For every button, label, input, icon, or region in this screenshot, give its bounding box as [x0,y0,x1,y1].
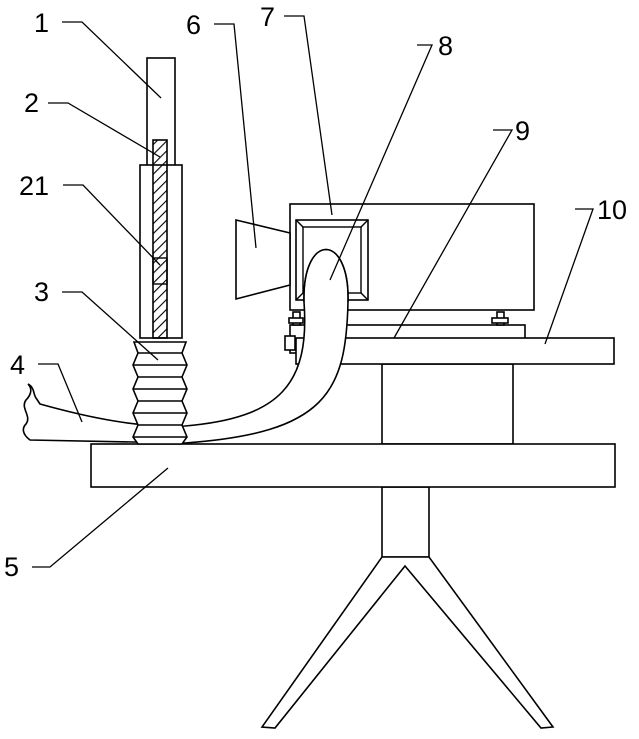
tripod-stand [262,487,553,728]
label-21: 21 [19,171,49,201]
base-table [91,444,615,487]
plate-end-block [285,336,295,350]
label-10: 10 [597,195,627,225]
leader-7 [284,16,332,215]
label-3: 3 [34,277,49,307]
label-9: 9 [515,116,530,146]
label-1: 1 [34,8,49,38]
label-4: 4 [10,350,25,380]
leader-1 [62,22,161,98]
stand-column [382,487,429,557]
label-2: 2 [24,88,39,118]
label-7: 7 [260,2,275,32]
leader-2 [48,103,160,157]
stand-legs [262,557,553,728]
screw-rod [153,140,167,338]
bellows [133,342,187,444]
label-8: 8 [438,31,453,61]
bolt-right-nut [492,318,508,323]
support-column [382,364,513,444]
label-6: 6 [186,10,201,40]
leader-6 [214,24,256,248]
bolt-left-nut [289,318,303,323]
bellows-body [133,342,187,444]
leader-10 [545,209,593,344]
label-5: 5 [4,552,19,582]
nozzle [236,220,290,299]
